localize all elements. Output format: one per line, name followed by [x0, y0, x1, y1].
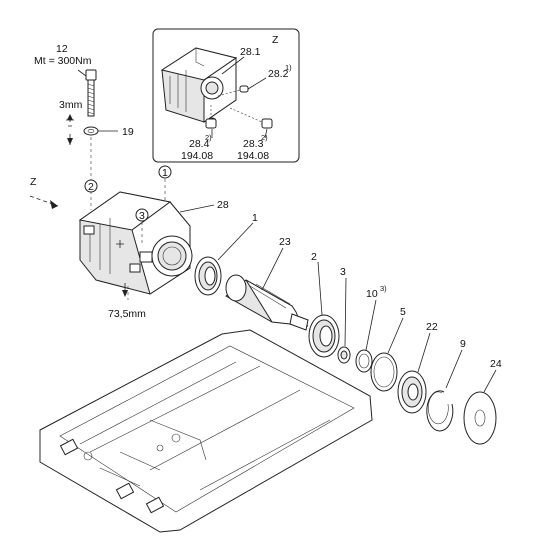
- bearing-2-drawing: [308, 314, 340, 358]
- label-28-2-note: 1): [285, 63, 292, 72]
- label-2: 2: [311, 251, 317, 263]
- label-5: 5: [400, 306, 406, 318]
- label-28-4-note: 2): [205, 133, 212, 142]
- label-gap: 3mm: [59, 99, 83, 111]
- disc-24-drawing: [463, 391, 497, 445]
- label-28-4: 28.4: [189, 138, 210, 150]
- detail-box-label: Z: [272, 34, 279, 46]
- spacer-3-drawing: [337, 346, 351, 364]
- shaft-23-drawing: [225, 274, 309, 331]
- label-19: 19: [122, 126, 134, 138]
- cover-22-drawing: [397, 370, 427, 414]
- detail-housing-drawing: [160, 47, 238, 123]
- detail-view-z: Z 28.1 28.2 1) 28.4 2) 28.3: [152, 28, 300, 163]
- marker-1: 1: [162, 167, 168, 179]
- label-28-2: 28.2: [268, 68, 289, 80]
- label-3: 3: [340, 266, 346, 278]
- view-direction-arrow: Z: [29, 176, 59, 209]
- ring-10-drawing: [355, 349, 373, 373]
- label-10: 10: [366, 288, 378, 300]
- circled-markers: 2 1 3: [84, 165, 172, 248]
- dimension-73-5: 73,5mm: [108, 283, 146, 320]
- label-23: 23: [279, 236, 291, 248]
- marker-2: 2: [88, 181, 94, 193]
- label-194-08-right: 194.08: [237, 150, 269, 162]
- washer-19-drawing: [83, 126, 99, 136]
- bearing-1-drawing: [194, 256, 222, 296]
- label-22: 22: [426, 321, 438, 333]
- label-10-note: 3): [380, 284, 387, 293]
- o-ring-5-drawing: [370, 352, 398, 392]
- bolt-assembly: 12 Mt = 300Nm 3mm 19: [34, 43, 134, 210]
- label-28-1: 28.1: [240, 46, 261, 58]
- label-28-3: 28.3: [243, 138, 264, 150]
- label-12: 12: [56, 43, 68, 55]
- label-1: 1: [252, 212, 258, 224]
- bolt-12-drawing: [85, 69, 97, 117]
- housing-28-drawing: [78, 191, 193, 300]
- label-9: 9: [460, 338, 466, 350]
- label-28-3-note: 2): [261, 133, 268, 142]
- circlip-9-drawing: [426, 390, 454, 432]
- label-28: 28: [217, 199, 229, 211]
- detail-plugs: [205, 85, 273, 129]
- label-24: 24: [490, 358, 502, 370]
- label-194-08-left: 194.08: [181, 150, 213, 162]
- base-plate-drawing: [39, 329, 373, 533]
- marker-3: 3: [139, 210, 145, 222]
- direction-label: Z: [30, 176, 37, 188]
- label-torque: Mt = 300Nm: [34, 55, 92, 67]
- label-dimension: 73,5mm: [108, 308, 146, 320]
